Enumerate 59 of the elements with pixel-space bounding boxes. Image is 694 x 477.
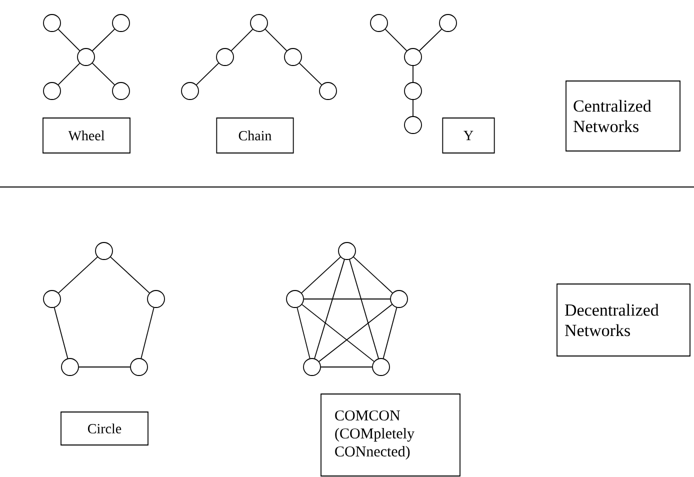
connector-line — [54, 307, 68, 359]
connector-line — [418, 28, 442, 52]
circle-node — [250, 14, 268, 32]
label-box: Y — [442, 118, 495, 154]
circle-node — [439, 14, 457, 32]
connector-line — [264, 28, 288, 52]
circle-node — [372, 358, 390, 376]
connector-line — [384, 28, 408, 52]
circle-node — [112, 14, 130, 32]
connector-line — [302, 304, 374, 362]
connector-line — [196, 62, 220, 86]
label-box: Decentralized Networks — [556, 284, 690, 356]
label-box: Chain — [216, 118, 294, 154]
label-box: Circle — [60, 412, 148, 446]
circle-node — [216, 48, 234, 66]
circle-node — [95, 242, 113, 260]
circle-node — [370, 14, 388, 32]
circle-node — [303, 358, 321, 376]
connector-line — [58, 62, 80, 86]
connector-line — [314, 259, 345, 359]
circle-node — [390, 290, 408, 308]
circle-node — [404, 48, 422, 66]
circle-node — [77, 48, 95, 66]
circle-node — [404, 82, 422, 100]
circle-node — [319, 82, 337, 100]
connector-line — [296, 307, 310, 359]
circle-node — [286, 290, 304, 308]
connector-line — [92, 28, 116, 52]
label-box: Centralized Networks — [566, 80, 680, 152]
circle-node — [338, 242, 356, 260]
connector-line — [140, 307, 154, 359]
circle-node — [43, 82, 61, 100]
circle-node — [130, 358, 148, 376]
circle-node — [147, 290, 165, 308]
circle-node — [181, 82, 199, 100]
circle-node — [43, 290, 61, 308]
connector-line — [412, 66, 414, 82]
label-box: COMCON (COMpletely CONnected) — [320, 394, 460, 476]
connector-line — [353, 256, 393, 294]
connector-line — [320, 366, 372, 368]
circle-node — [404, 116, 422, 134]
connector-line — [318, 304, 392, 362]
connector-line — [382, 307, 398, 359]
connector-line — [412, 100, 414, 116]
connector-line — [78, 366, 130, 368]
circle-node — [43, 14, 61, 32]
circle-node — [284, 48, 302, 66]
connector-line — [298, 62, 322, 86]
connector-line — [58, 28, 80, 52]
label-box: Wheel — [42, 118, 130, 154]
connector-line — [230, 28, 254, 52]
connector-line — [92, 62, 116, 86]
connector-line — [304, 298, 390, 300]
connector-line — [110, 256, 150, 294]
circle-node — [61, 358, 79, 376]
connector-line — [58, 256, 98, 294]
connector-line — [301, 256, 341, 294]
connector-line — [349, 259, 379, 359]
circle-node — [112, 82, 130, 100]
